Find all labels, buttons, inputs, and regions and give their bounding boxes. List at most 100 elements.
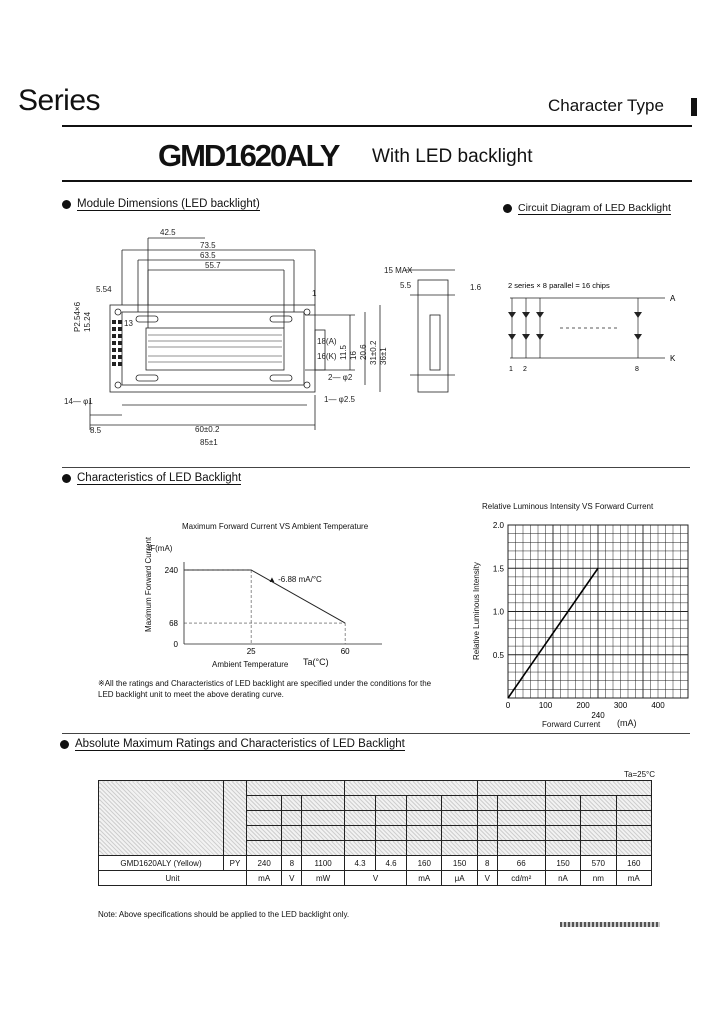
- section-dimensions-label: Module Dimensions (LED backlight): [77, 198, 260, 211]
- circuit-number: 8: [635, 366, 639, 373]
- series-line: [184, 569, 346, 624]
- dim-inner-label: 20.6: [359, 344, 368, 360]
- chart-left-xlabel: Ambient Temperature: [212, 660, 289, 669]
- dim-inner-label: 2— φ2: [328, 373, 353, 382]
- table-cell: Unit: [98, 870, 247, 886]
- section-dimensions: Module Dimensions (LED backlight): [62, 198, 260, 211]
- derating-note: ※All the ratings and Characteristics of …: [98, 679, 432, 699]
- chart-right-xlabel: Forward Current: [542, 720, 601, 729]
- cathode-label: K: [670, 354, 676, 363]
- table-cell: 1100: [301, 855, 345, 871]
- module-dimension-drawing: 42.5 73.5 63.5 55.7 5.54 P2.54×6 15.24 1…: [64, 228, 482, 447]
- x-tick-label: 400: [651, 701, 665, 710]
- table-header-row: [99, 810, 653, 826]
- dim-inner-label: 1— φ2.5: [324, 395, 356, 404]
- dim-inner-label: 18(A): [317, 337, 337, 346]
- y-tick-label: 0: [174, 640, 179, 649]
- section-circuit: Circuit Diagram of LED Backlight: [503, 202, 671, 215]
- model-title: GMD1620ALY: [158, 138, 340, 173]
- dim-left-label: 15.24: [83, 311, 92, 332]
- table-cell: 4.3: [343, 855, 377, 871]
- y-tick-label: 68: [169, 619, 178, 628]
- chart-right-title: Relative Luminous Intensity VS Forward C…: [482, 502, 654, 511]
- table-cell: mA: [615, 870, 653, 886]
- table-header-row: [99, 825, 653, 841]
- x-tick-label: 100: [539, 701, 553, 710]
- table-cell: cd/m²: [496, 870, 546, 886]
- dim-inner-label: 31±0.2: [369, 340, 378, 365]
- series-line: [507, 567, 599, 699]
- title-rule: [62, 180, 692, 182]
- section-ratings: Absolute Maximum Ratings and Characteris…: [60, 738, 405, 751]
- dim-top-label: 73.5: [200, 241, 216, 250]
- section-characteristics-label: Characteristics of LED Backlight: [77, 472, 242, 485]
- x-tick-label: 200: [576, 701, 590, 710]
- dim-inner-label: 13: [124, 319, 133, 328]
- dim-top-label: 63.5: [200, 251, 216, 260]
- table-cell: 160: [406, 855, 443, 871]
- dim-left-label: 5.54: [96, 285, 112, 294]
- table-cell: mA: [406, 870, 443, 886]
- table-cell: μA: [441, 870, 478, 886]
- dim-side-label: 1.6: [470, 283, 482, 292]
- chart-left-xunit: Ta(°C): [303, 657, 329, 667]
- table-cell: nA: [544, 870, 582, 886]
- footer-mark: [560, 922, 660, 927]
- anode-label: A: [670, 294, 676, 303]
- dim-inner-label: 36±1: [379, 347, 388, 365]
- dim-inner-label: 1: [312, 289, 317, 298]
- series-title: Series: [18, 84, 101, 117]
- dim-inner-label: 16(K): [317, 352, 337, 361]
- table-cell: GMD1620ALY (Yellow): [98, 855, 224, 871]
- table-cell: 150: [441, 855, 478, 871]
- dim-bottom-label: 60±0.2: [195, 425, 220, 434]
- table-cell: V: [476, 870, 498, 886]
- dim-top-label: 55.7: [205, 261, 221, 270]
- character-type-label: Character Type: [548, 96, 664, 115]
- table-header-row: [98, 780, 653, 856]
- y-tick-label: 0.5: [493, 651, 505, 660]
- x-tick-label: 0: [506, 701, 511, 710]
- bullet-icon: [503, 204, 512, 213]
- ta-condition: Ta=25°C: [624, 770, 655, 779]
- y-tick-label: 1.0: [493, 608, 505, 617]
- table-cell: 8: [281, 855, 303, 871]
- y-tick-label: 240: [165, 566, 179, 575]
- table-cell: mW: [301, 870, 345, 886]
- circuit-number: 2: [523, 366, 527, 373]
- table-cell: 240: [245, 855, 283, 871]
- ratings-table: GMD1620ALY (Yellow) PY 240 8 1100 4.3 4.…: [98, 780, 653, 886]
- dim-side-label: 5.5: [400, 281, 412, 290]
- table-cell: PY: [223, 855, 247, 871]
- dim-inner-label: 16: [349, 351, 358, 360]
- table-cell: V: [343, 870, 408, 886]
- section-characteristics: Characteristics of LED Backlight: [62, 472, 242, 485]
- table-cell: 150: [544, 855, 582, 871]
- chart-left-yunit: IF(mA): [148, 544, 173, 553]
- section-ratings-label: Absolute Maximum Ratings and Characteris…: [75, 738, 405, 751]
- footer-note: Note: Above specifications should be app…: [98, 910, 350, 919]
- table-cell: 66: [496, 855, 546, 871]
- dim-bottom-label: 8.5: [90, 426, 102, 435]
- table-cell: 160: [615, 855, 653, 871]
- table-cell: V: [281, 870, 303, 886]
- bullet-icon: [62, 200, 71, 209]
- bullet-icon: [60, 740, 69, 749]
- chart-left-annotation: ▲ -6.88 mA/°C: [268, 575, 322, 584]
- x-tick-label: 25: [247, 647, 256, 656]
- circuit-diagram: 2 series × 8 parallel = 16 chips A K 1 2…: [508, 281, 676, 373]
- y-tick-label: 2.0: [493, 521, 505, 530]
- chart-left-title: Maximum Forward Current VS Ambient Tempe…: [182, 522, 369, 531]
- section-rule: [62, 733, 690, 734]
- x-tick-label: 300: [614, 701, 628, 710]
- table-cell: 4.6: [375, 855, 408, 871]
- table-cell: nm: [580, 870, 617, 886]
- circuit-caption: 2 series × 8 parallel = 16 chips: [508, 281, 610, 290]
- table-row: GMD1620ALY (Yellow) PY 240 8 1100 4.3 4.…: [98, 855, 653, 871]
- dim-side-label: 15 MAX: [384, 266, 413, 275]
- chart-right-xunit: (mA): [617, 718, 637, 728]
- dim-left-label: P2.54×6: [73, 301, 82, 332]
- table-cell: 8: [476, 855, 498, 871]
